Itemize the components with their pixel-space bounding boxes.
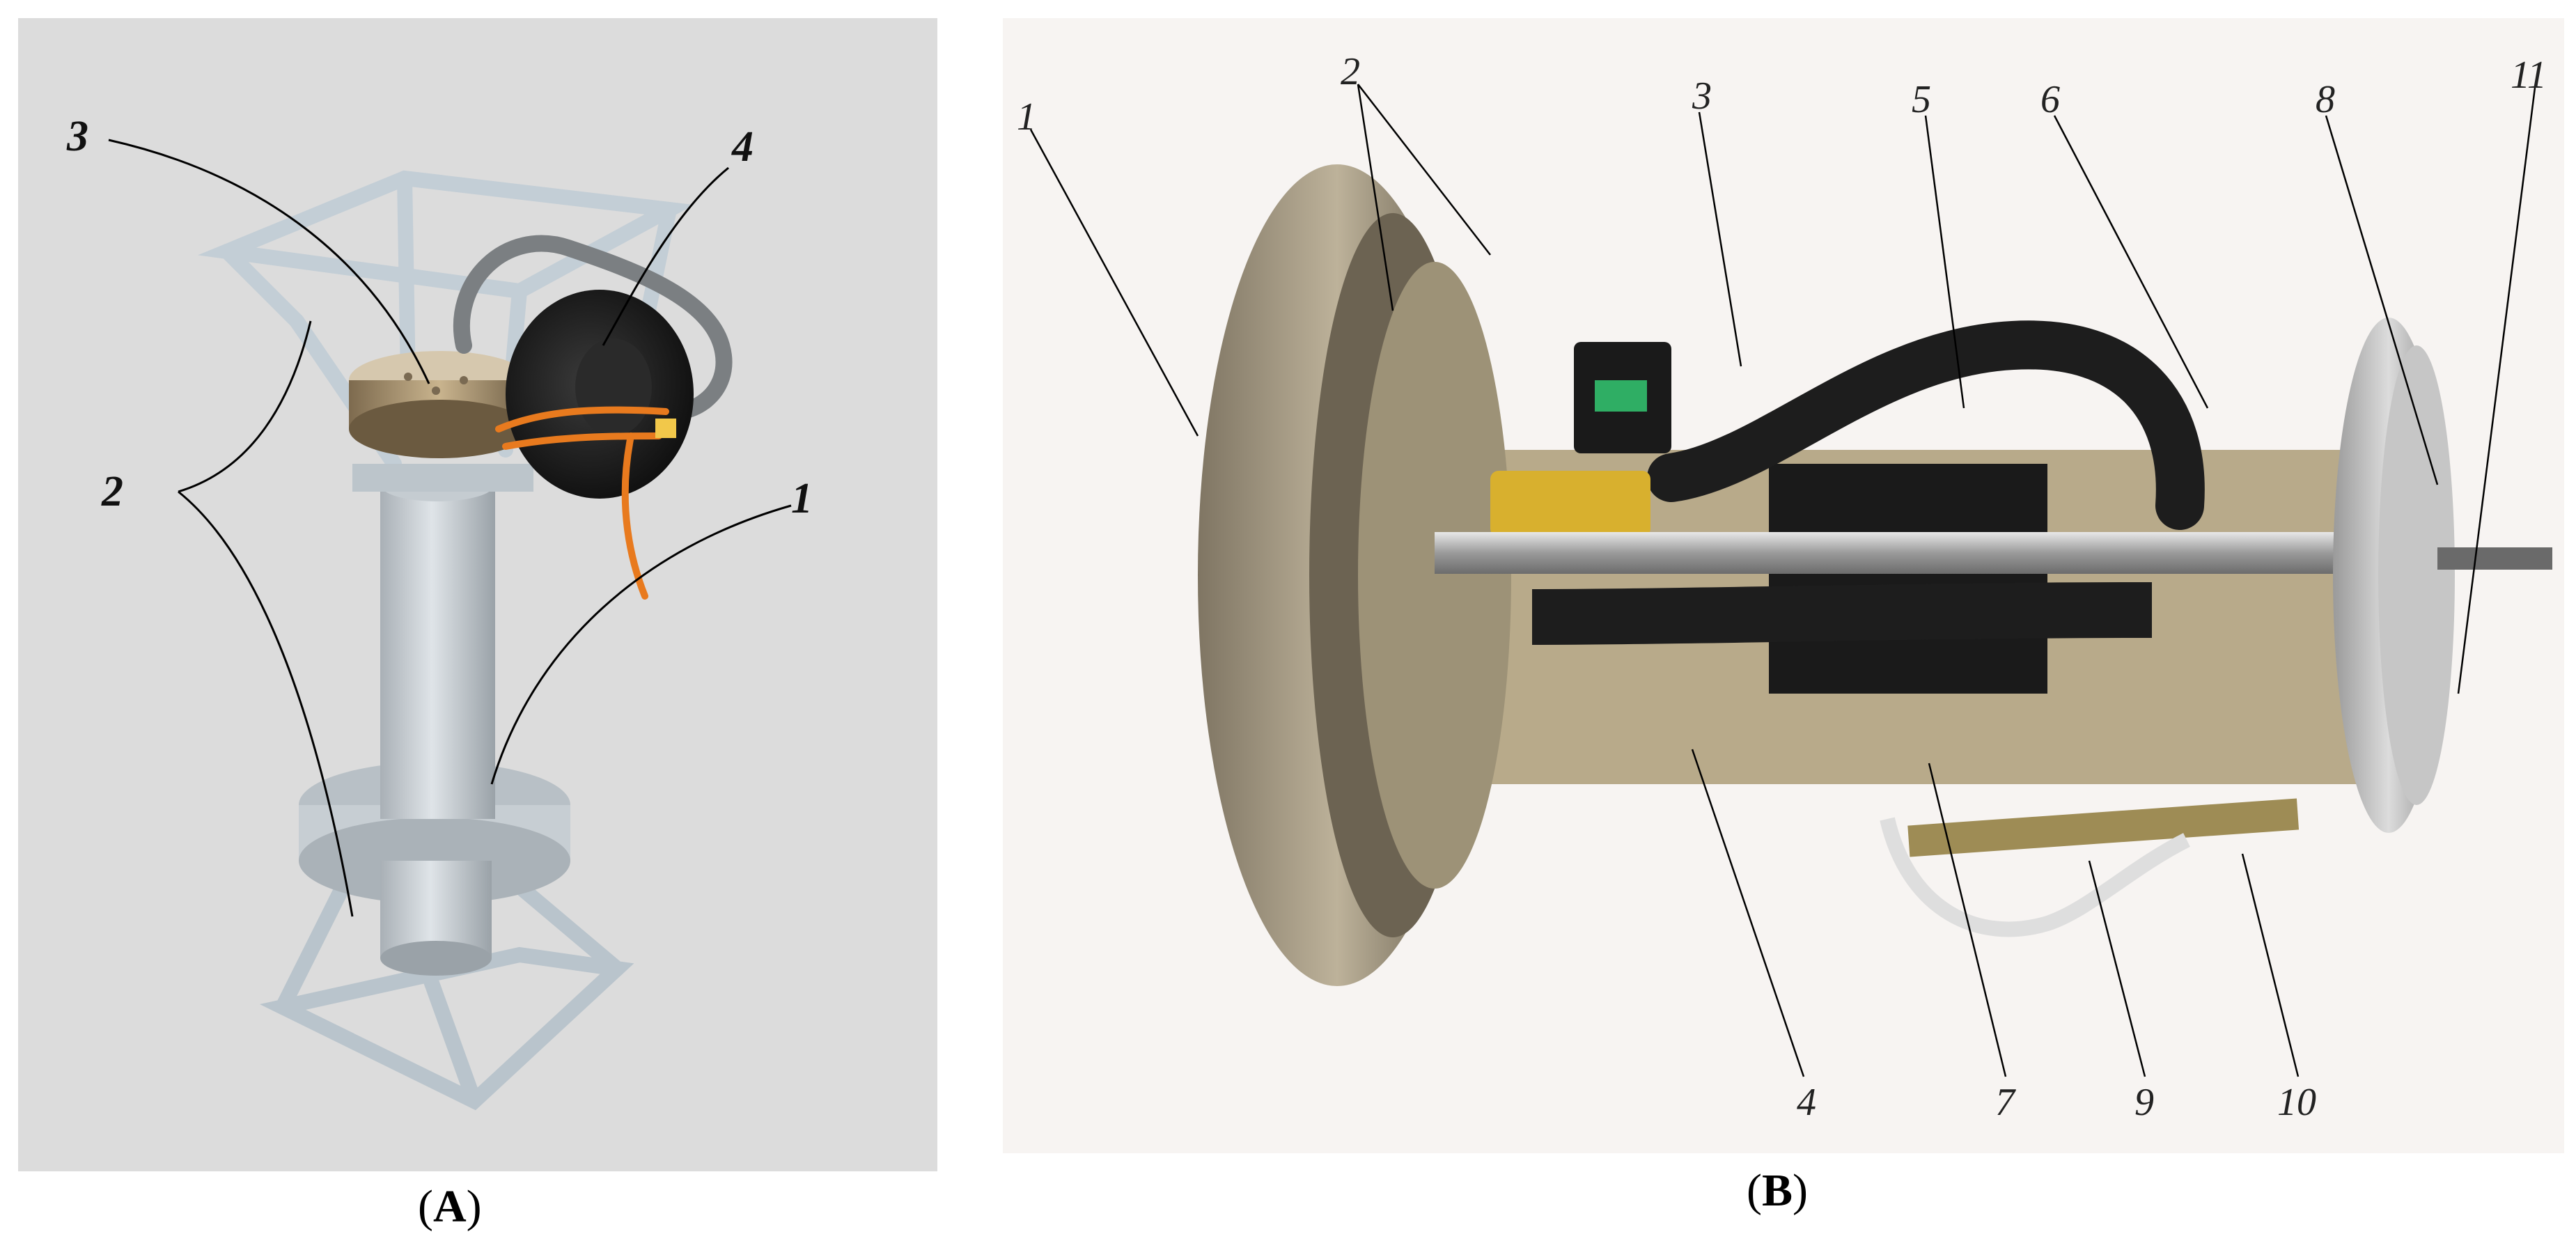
upper-hose (1647, 320, 2205, 530)
callout-b-9: 9 (2134, 1081, 2154, 1124)
callout-b-10: 10 (2277, 1081, 2316, 1124)
panel-b-leaders (1029, 84, 2536, 1077)
callout-a-2: 2 (101, 468, 123, 515)
inner-dark-section (1769, 464, 2047, 694)
callout-b-6: 6 (2040, 78, 2060, 121)
callout-b-4: 4 (1797, 1081, 1816, 1124)
callout-b-1: 1 (1017, 95, 1036, 139)
cable-clip (655, 419, 676, 438)
gray-cable (453, 235, 733, 421)
callout-b-8: 8 (2316, 78, 2335, 121)
callout-a-1: 1 (791, 475, 813, 522)
panel-b-drawing: 1 2 3 5 6 8 11 4 7 9 10 (1017, 50, 2552, 1124)
protruding-shaft (2437, 547, 2552, 570)
panel-b-label: (B) (1747, 1165, 1808, 1216)
orange-cable (495, 406, 669, 600)
panel-a-label: (A) (418, 1181, 482, 1232)
panel-a-leaders (108, 139, 792, 917)
main-rod (1435, 532, 2430, 574)
callout-a-4: 4 (731, 123, 754, 171)
solenoid-indicator (1595, 380, 1647, 412)
ribbon-cable (1880, 817, 2190, 937)
panel-a-photo: 3 4 2 1 (18, 18, 937, 1171)
panel-b-photo: 1 2 3 5 6 8 11 4 7 9 10 (1003, 18, 2564, 1153)
main-tube (380, 468, 495, 819)
callout-a-3: 3 (66, 113, 88, 160)
panel-a-drawing: 3 4 2 1 (66, 113, 813, 1111)
mount-bracket (352, 464, 533, 492)
lower-hose (1531, 582, 2153, 645)
brass-valve (1490, 471, 1650, 537)
disc-assembly (349, 351, 530, 458)
callout-b-3: 3 (1692, 75, 1712, 118)
base-ring (299, 762, 570, 976)
callout-b-11: 11 (2511, 54, 2547, 97)
callout-b-5: 5 (1912, 78, 1931, 121)
large-flange (1198, 164, 1511, 986)
circuit-board (1907, 798, 2300, 857)
callout-b-2: 2 (1341, 50, 1360, 93)
tire-coil (506, 290, 694, 499)
right-flange (2333, 318, 2552, 833)
callout-b-7: 7 (1995, 1081, 2016, 1124)
